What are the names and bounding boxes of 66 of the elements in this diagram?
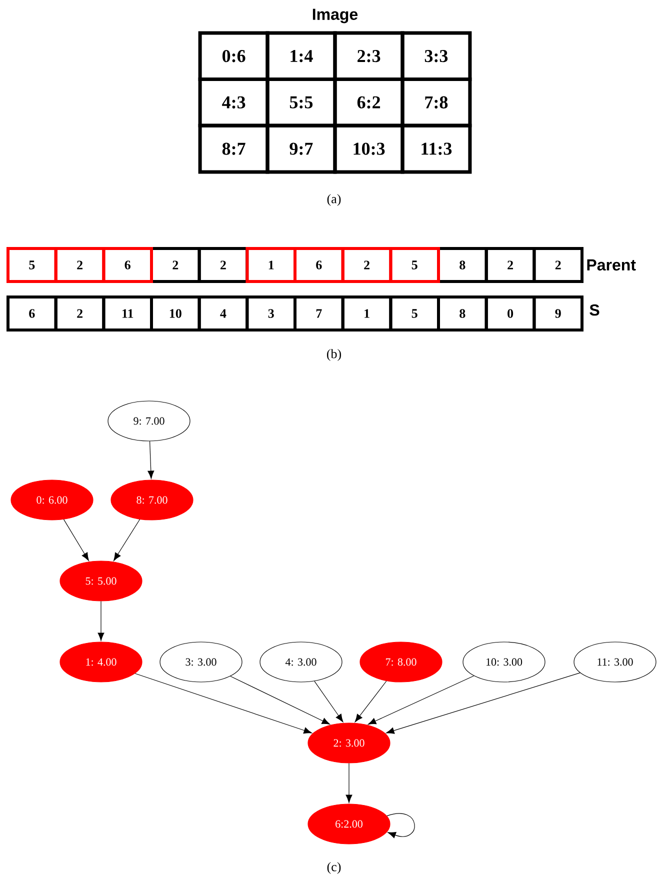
caption: (b) (326, 349, 342, 361)
array-cell: 6 (294, 247, 344, 283)
array-cell: 1 (246, 247, 296, 283)
array-cell: 0 (484, 296, 536, 332)
graph-node: 5: 5.00 (60, 560, 142, 602)
arrow (148, 441, 154, 479)
table-cell: 8:7 (198, 124, 270, 174)
table-cell: 10:3 (333, 124, 404, 174)
graph-node: 8: 7.00 (110, 480, 194, 520)
graph-node: 9: 7.00 (108, 400, 190, 442)
table-heading: Image (312, 8, 358, 24)
array-cell: 5 (6, 247, 58, 283)
table-cell: 1:4 (266, 31, 337, 81)
arrow (386, 672, 580, 734)
array-cell: 10 (150, 296, 201, 332)
table-cell: 9:7 (266, 124, 337, 174)
arrow (114, 519, 140, 561)
arrow (134, 673, 312, 734)
array-cell: 8 (437, 247, 488, 283)
arrow (98, 601, 104, 641)
array-cell: 7 (294, 296, 344, 332)
table-cell: 0:6 (198, 31, 270, 81)
array-cell: 2 (150, 247, 201, 283)
graph-node: 1: 4.00 (60, 642, 142, 682)
table-cell: 4:3 (198, 78, 270, 128)
arrow (354, 680, 387, 722)
array-cell: 2 (532, 247, 584, 283)
graph-node: 6:2.00 (308, 804, 390, 844)
array-cell: 2 (484, 247, 536, 283)
array-name: S (590, 304, 600, 316)
self-loop-arrow (386, 813, 415, 838)
table-cell: 7:8 (400, 78, 472, 128)
table-cell: 3:3 (400, 31, 472, 81)
arrow (63, 519, 89, 561)
graph-node: 11: 3.00 (574, 642, 656, 682)
array-cell: 2 (341, 247, 392, 283)
arrow (346, 763, 352, 803)
arrow (314, 680, 344, 722)
arrow (368, 676, 474, 725)
graph-node: 0: 6.00 (10, 480, 94, 520)
table-cell: 11:3 (400, 124, 472, 174)
graph-node: 3: 3.00 (160, 642, 242, 682)
array-name: Parent (587, 259, 636, 271)
table-cell: 2:3 (333, 31, 404, 81)
caption: (a) (327, 194, 341, 206)
array-cell: 2 (198, 247, 249, 283)
graph-node: 4: 3.00 (260, 642, 342, 682)
table-cell: 5:5 (266, 78, 337, 128)
array-cell: 5 (389, 247, 440, 283)
array-cell: 2 (54, 247, 106, 283)
array-cell: 2 (54, 296, 106, 332)
array-cell: 11 (102, 296, 153, 332)
caption: (c) (327, 862, 341, 874)
array-cell: 1 (341, 296, 392, 332)
array-cell: 6 (6, 296, 58, 332)
graph-node: 2: 3.00 (308, 722, 390, 764)
array-cell: 8 (437, 296, 488, 332)
array-cell: 4 (198, 296, 249, 332)
graph-node: 7: 8.00 (360, 642, 442, 682)
array-cell: 9 (532, 296, 584, 332)
array-cell: 3 (246, 296, 296, 332)
arrow (230, 676, 330, 725)
graph-node: 10: 3.00 (462, 642, 546, 682)
array-cell: 6 (102, 247, 153, 283)
array-cell: 5 (389, 296, 440, 332)
table-cell: 6:2 (333, 78, 404, 128)
